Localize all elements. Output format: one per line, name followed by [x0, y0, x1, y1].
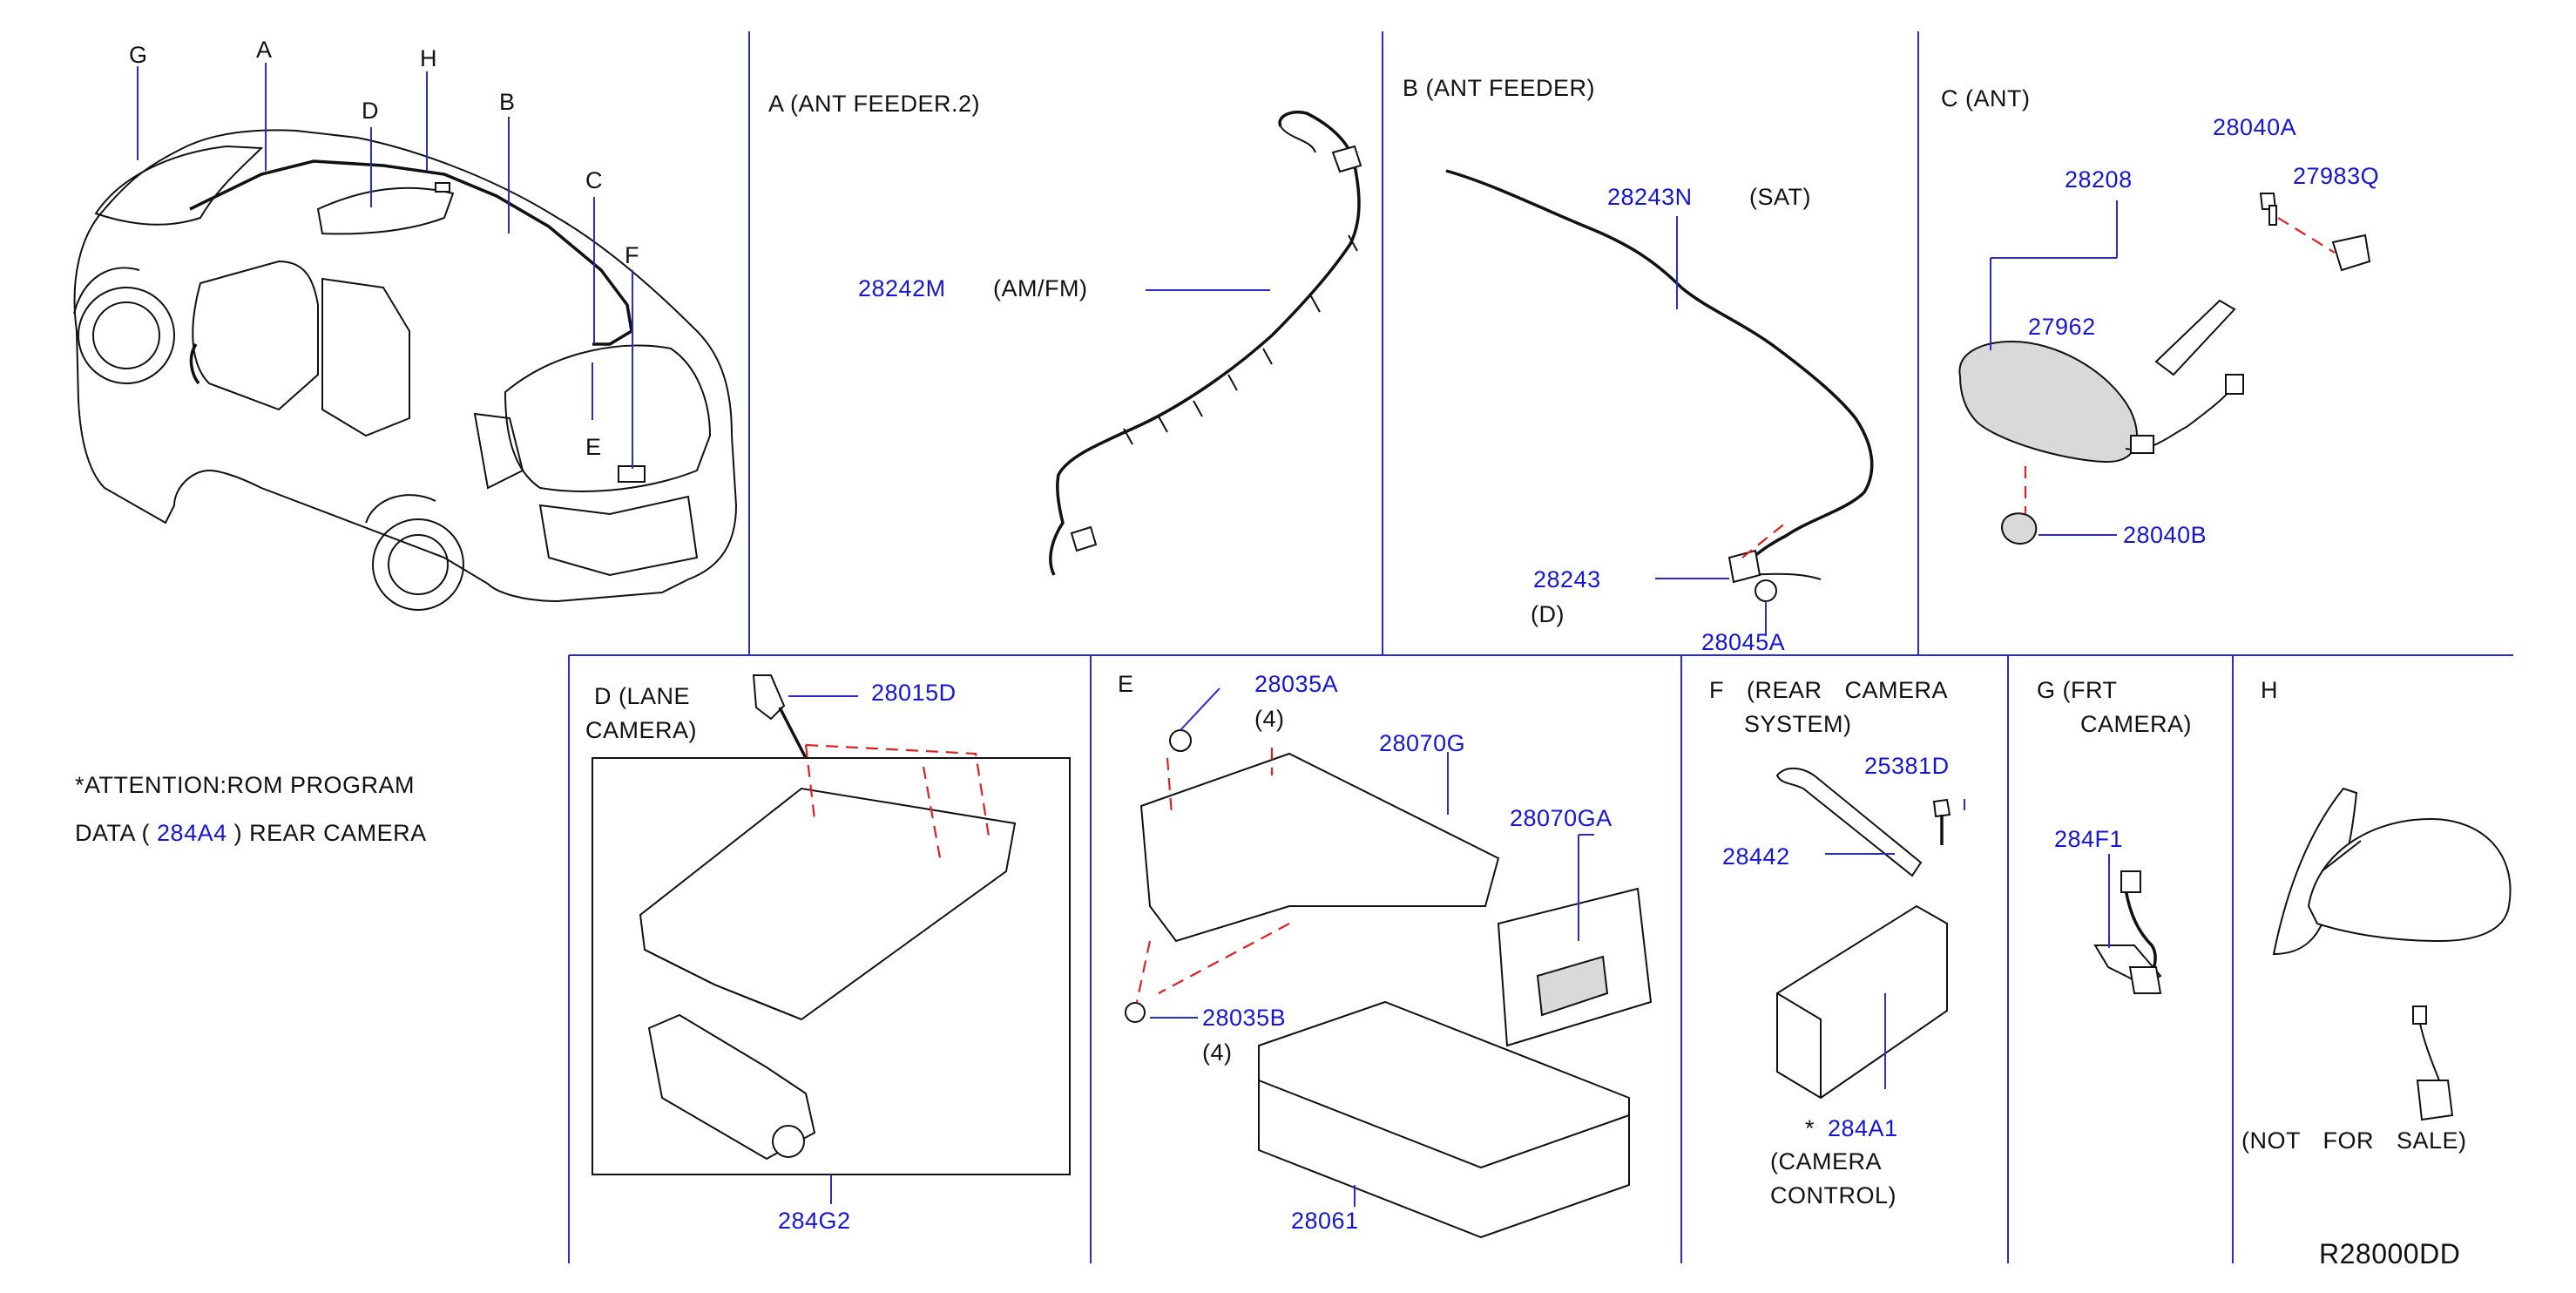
- attention-line-2: DATA ( 284A4 ) REAR CAMERA: [75, 820, 427, 846]
- amplifier-parts: [1125, 687, 1653, 1239]
- section-c-title: C (ANT): [1941, 85, 2031, 112]
- vehicle-illustration: [73, 129, 738, 611]
- part-number-28061[interactable]: 28061: [1291, 1208, 1359, 1234]
- vehicle-leader-lines: [137, 63, 633, 469]
- section-a-title: A (ANT FEEDER.2): [768, 91, 981, 117]
- part-number-28243[interactable]: 28243: [1533, 566, 1601, 592]
- panel-dividers: [568, 31, 2513, 1263]
- callout-a: A: [256, 37, 273, 63]
- part-number-28070g[interactable]: 28070G: [1379, 730, 1466, 756]
- front-camera-parts: [2093, 854, 2162, 995]
- callout-g: G: [129, 42, 148, 68]
- feeder2-cable: [1049, 111, 1362, 576]
- callout-c: C: [585, 167, 603, 193]
- part-number-28208[interactable]: 28208: [2065, 166, 2133, 193]
- part-number-28035a[interactable]: 28035A: [1254, 671, 1339, 697]
- part-number-28040a[interactable]: 28040A: [2213, 114, 2297, 140]
- part-qty-28035b: (4): [1202, 1039, 1233, 1066]
- part-desc-camera: (CAMERA: [1770, 1148, 1883, 1175]
- part-number-284g2[interactable]: 284G2: [778, 1208, 851, 1234]
- part-number-28045a[interactable]: 28045A: [1701, 629, 1786, 655]
- section-f-title-line-2: SYSTEM): [1744, 711, 1852, 737]
- part-number-28015d[interactable]: 28015D: [871, 680, 957, 706]
- section-h-title: H: [2261, 677, 2278, 703]
- callout-b: B: [499, 89, 516, 115]
- diagram-code: R28000DD: [2319, 1238, 2461, 1269]
- part-desc-control: CONTROL): [1770, 1182, 1897, 1208]
- attention-line-1: *ATTENTION:ROM PROGRAM: [75, 772, 416, 798]
- section-f-title-line-1: F (REAR CAMERA: [1709, 677, 1949, 703]
- part-number-28243n[interactable]: 28243N: [1607, 184, 1693, 210]
- part-number-28442[interactable]: 28442: [1722, 843, 1790, 870]
- part-number-27983q[interactable]: 27983Q: [2293, 163, 2380, 189]
- part-desc-sat: (SAT): [1749, 184, 1811, 210]
- feeder-cable: [1445, 169, 1874, 636]
- part-qty-28035a: (4): [1254, 706, 1285, 732]
- part-number-28070ga[interactable]: 28070GA: [1510, 805, 1613, 831]
- lane-camera-parts: [592, 674, 1071, 1204]
- part-number-284a4[interactable]: 284A4: [157, 820, 227, 846]
- part-number-28040b[interactable]: 28040B: [2123, 522, 2208, 548]
- part-desc-am-fm: (AM/FM): [993, 275, 1088, 301]
- callout-d: D: [362, 98, 379, 124]
- antenna-parts: [1958, 193, 2371, 545]
- part-desc-d: (D): [1531, 601, 1565, 627]
- mirror-parts: [2272, 787, 2512, 1121]
- section-b-title: B (ANT FEEDER): [1403, 75, 1596, 101]
- callout-f: F: [625, 242, 639, 268]
- section-e-title: E: [1118, 671, 1134, 697]
- rear-camera-parts: [1775, 768, 1965, 1100]
- part-number-284f1[interactable]: 284F1: [2054, 826, 2124, 852]
- section-d-title-line-1: D (LANE: [594, 683, 691, 709]
- part-number-28035b[interactable]: 28035B: [1202, 1005, 1287, 1031]
- section-g-title-line-1: G (FRT: [2037, 677, 2118, 703]
- callout-e: E: [585, 434, 602, 460]
- part-number-284a1[interactable]: 284A1: [1828, 1115, 1898, 1141]
- section-d-title-line-2: CAMERA): [585, 717, 698, 743]
- part-number-25381d[interactable]: 25381D: [1864, 753, 1950, 779]
- part-number-28242m[interactable]: 28242M: [858, 275, 946, 301]
- part-marker-284a1: *: [1805, 1115, 1815, 1141]
- part-number-27962[interactable]: 27962: [2028, 314, 2096, 340]
- section-g-title-line-2: CAMERA): [2080, 711, 2193, 737]
- callout-h: H: [420, 45, 437, 71]
- not-for-sale-note: (NOT FOR SALE): [2241, 1127, 2467, 1154]
